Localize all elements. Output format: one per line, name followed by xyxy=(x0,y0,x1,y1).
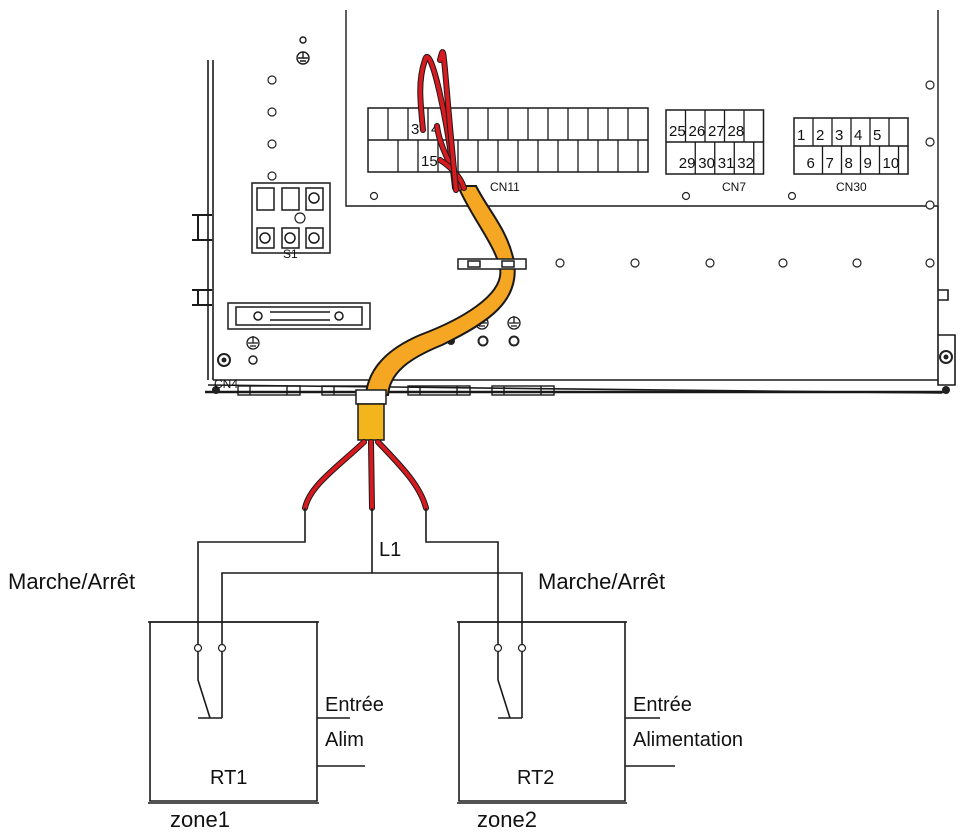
cn30-terminal-8: 8 xyxy=(845,155,853,172)
mounting-holes xyxy=(267,75,935,268)
cn7-label: CN7 xyxy=(722,180,746,194)
rt1-name: RT1 xyxy=(210,767,247,789)
side-brackets xyxy=(192,214,212,306)
rt2-input-line2: Alimentation xyxy=(633,729,743,751)
cn30-terminal-5: 5 xyxy=(873,127,881,144)
cn30-terminal-10: 10 xyxy=(883,155,900,172)
red-wires-lower xyxy=(302,439,429,511)
s1-label: S1 xyxy=(283,247,298,261)
cn30-terminal-1: 1 xyxy=(797,127,805,144)
cn7-terminal-25: 25 xyxy=(669,123,686,140)
rt1-input-line1: Entrée xyxy=(325,694,384,716)
cn4-label: CN4 xyxy=(214,377,238,391)
cn7-terminal-30: 30 xyxy=(698,155,715,172)
cn7-terminal-31: 31 xyxy=(718,155,735,172)
rt2-name: RT2 xyxy=(517,767,554,789)
cn7-terminal-32: 32 xyxy=(737,155,754,172)
cn7-terminal-29: 29 xyxy=(679,155,696,172)
cn11-terminal-3: 3 xyxy=(411,121,419,138)
l1-label: L1 xyxy=(379,539,401,561)
cn30-terminal-7: 7 xyxy=(826,155,834,172)
thermostat-rt2 xyxy=(457,621,675,804)
cable-tie xyxy=(457,258,527,270)
cn30-terminal-4: 4 xyxy=(854,127,862,144)
cn30-terminal-3: 3 xyxy=(835,127,843,144)
zone1-label: zone1 xyxy=(170,807,230,832)
wiring-lines xyxy=(197,508,523,645)
s1-component xyxy=(251,182,331,254)
cn30-label: CN30 xyxy=(836,180,867,194)
left-switch-label: Marche/Arrêt xyxy=(8,569,135,594)
rt1-input-line2: Alim xyxy=(325,729,364,751)
ground-icon xyxy=(296,36,310,65)
lower-sheath xyxy=(355,389,387,441)
cn30-terminal-9: 9 xyxy=(864,155,872,172)
cn7-terminal-28: 28 xyxy=(728,123,745,140)
thermostat-rt1 xyxy=(148,621,365,804)
red-wires-upper xyxy=(417,49,467,193)
cn4-bar-connector xyxy=(227,302,371,330)
right-switch-label: Marche/Arrêt xyxy=(538,569,665,594)
cable-sheath xyxy=(364,185,516,396)
cn7-terminal-27: 27 xyxy=(708,123,725,140)
cn30-terminal-2: 2 xyxy=(816,127,824,144)
cn11-terminal-15: 15 xyxy=(421,153,438,170)
cn7-terminal-26: 26 xyxy=(689,123,706,140)
zone2-label: zone2 xyxy=(477,807,537,832)
rt2-input-line1: Entrée xyxy=(633,694,692,716)
cn11-label: CN11 xyxy=(490,180,520,194)
cn30-terminal-6: 6 xyxy=(807,155,815,172)
